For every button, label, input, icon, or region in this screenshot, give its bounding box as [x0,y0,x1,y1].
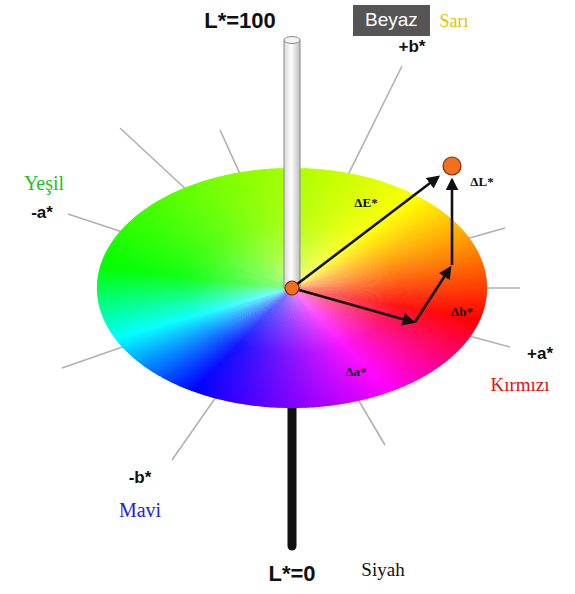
color-name: Sarı [440,12,469,32]
axis-label: -a* [31,204,53,223]
white-axis-cap [284,37,300,44]
axis-label: L*=0 [268,562,315,586]
white-axis [284,40,300,288]
axis-label: L*=100 [204,9,276,33]
color-name: Yeşil [24,172,64,194]
delta-arrows [292,177,452,322]
box-label: Beyaz [365,10,418,31]
delta-label: ΔL* [470,175,493,189]
origin-dot [285,281,299,295]
black-axis [288,390,297,546]
sample-dot [443,157,461,175]
color-name: Kırmızı [490,375,549,396]
delta-label: Δa* [345,365,366,379]
axis-label: +b* [399,38,426,57]
axis-label: +a* [527,345,553,364]
label-box: Beyaz [353,5,430,36]
delta-label: ΔE* [354,196,377,210]
delta-label: Δb* [451,305,473,319]
axis-label: Siyah [361,560,404,581]
axis-label: -b* [129,469,152,488]
color-name: Mavi [119,499,161,521]
